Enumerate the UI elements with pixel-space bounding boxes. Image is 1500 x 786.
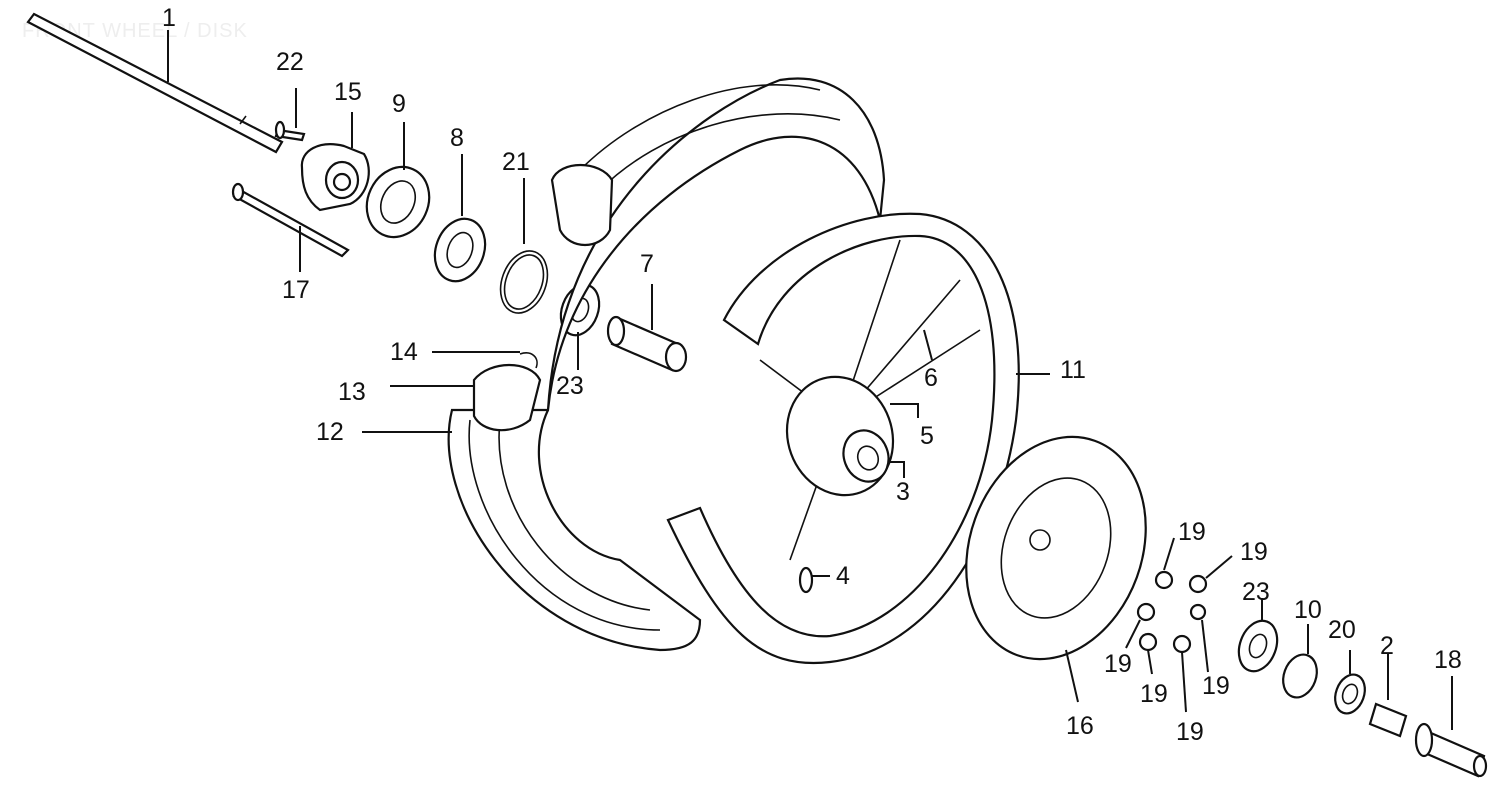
label-6: 6	[924, 364, 938, 392]
label-23-left: 23	[556, 372, 584, 400]
bearing-retainer	[433, 154, 487, 283]
speedometer-gear	[1282, 624, 1318, 699]
circlip	[499, 178, 549, 314]
label-5: 5	[920, 422, 934, 450]
label-19-b: 19	[1240, 538, 1268, 566]
rim-band	[432, 351, 538, 369]
label-19-f: 19	[1202, 672, 1230, 700]
long-bolt	[231, 182, 350, 272]
valve	[798, 566, 830, 594]
seal-retainer	[365, 122, 431, 239]
label-11: 11	[1060, 356, 1086, 384]
label-12: 12	[316, 418, 344, 446]
label-2: 2	[1380, 632, 1394, 660]
label-19-d: 19	[1140, 680, 1168, 708]
label-1: 1	[162, 4, 176, 32]
rim	[666, 212, 1050, 665]
label-3: 3	[896, 478, 910, 506]
bolt-small	[274, 88, 306, 142]
label-16: 16	[1066, 712, 1094, 740]
label-15: 15	[334, 78, 362, 106]
distance-collar	[606, 284, 688, 373]
side-collar	[1368, 654, 1408, 738]
label-4: 4	[836, 562, 850, 590]
oil-seal	[1334, 650, 1366, 715]
label-7: 7	[640, 250, 654, 278]
bearing-right	[1237, 598, 1279, 673]
label-9: 9	[392, 90, 406, 118]
speedometer-gearbox	[300, 112, 370, 212]
axle-nut	[1414, 676, 1488, 778]
nuts	[1125, 537, 1233, 713]
hub	[785, 375, 919, 497]
label-18: 18	[1434, 646, 1462, 674]
label-19-c: 19	[1104, 650, 1132, 678]
label-13: 13	[338, 378, 366, 406]
inner-tube	[390, 363, 542, 432]
label-21: 21	[502, 148, 530, 176]
label-19-a: 19	[1178, 518, 1206, 546]
brake-disk	[965, 435, 1147, 703]
label-19-e: 19	[1176, 718, 1204, 746]
label-22: 22	[276, 48, 304, 76]
label-23-right: 23	[1242, 578, 1270, 606]
axle	[26, 12, 284, 154]
label-10: 10	[1294, 596, 1322, 624]
tire	[362, 77, 886, 652]
label-8: 8	[450, 124, 464, 152]
label-17: 17	[282, 276, 310, 304]
label-20: 20	[1328, 616, 1356, 644]
label-14: 14	[390, 338, 418, 366]
